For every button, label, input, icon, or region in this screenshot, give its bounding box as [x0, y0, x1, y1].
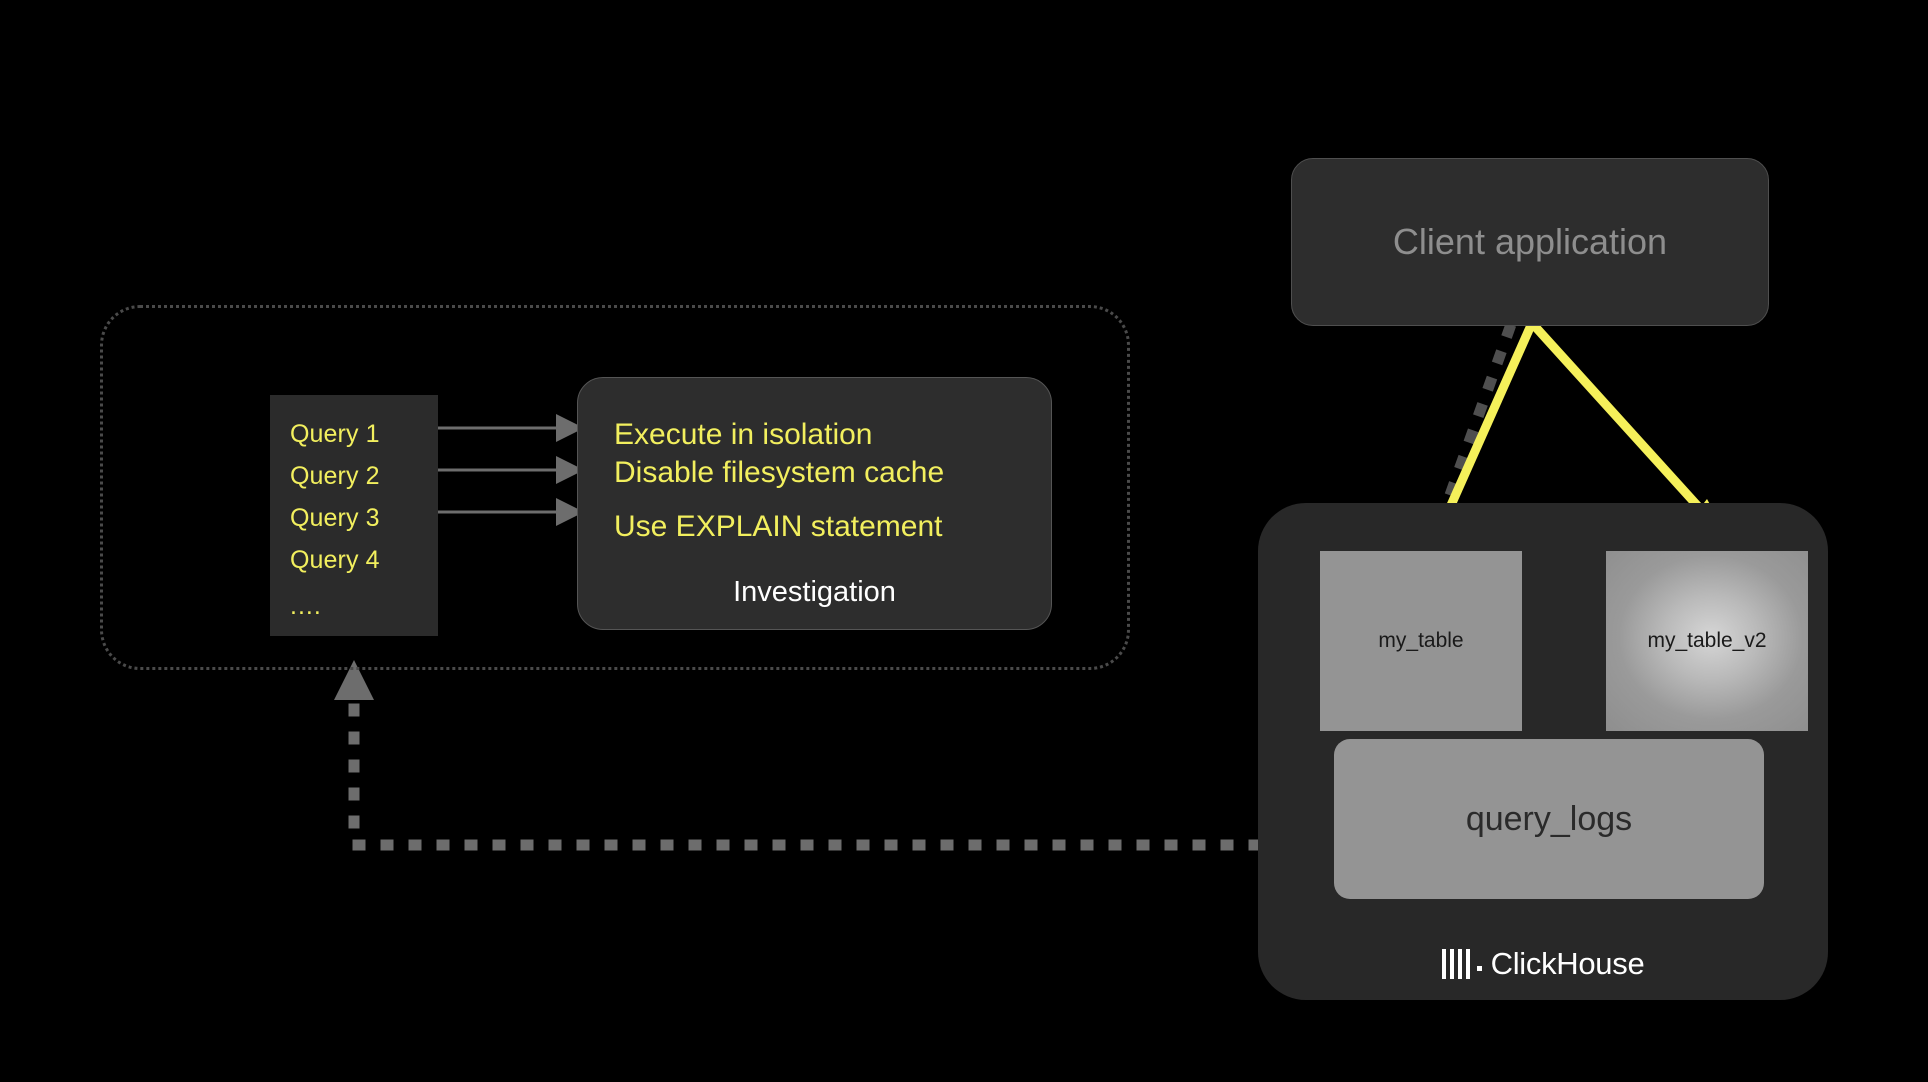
client-application-label: Client application — [1392, 221, 1668, 262]
list-item-query-4[interactable]: Query 4 — [290, 546, 380, 574]
list-item-query-2[interactable]: Query 2 — [290, 462, 380, 490]
list-item-query-3[interactable]: Query 3 — [290, 504, 380, 532]
clickhouse-bars-icon — [1441, 949, 1470, 979]
table-box-my-table[interactable]: my_table — [1320, 551, 1522, 731]
clickhouse-container: my_table my_table_v2 query_logs ClickHou… — [1258, 503, 1828, 1000]
table-label-my-table-v2: my_table_v2 — [1647, 629, 1767, 652]
list-item-query-1[interactable]: Query 1 — [290, 420, 380, 448]
investigation-line-3: Use EXPLAIN statement — [614, 510, 943, 543]
query-logs-box[interactable]: query_logs — [1334, 739, 1764, 899]
investigation-boundary — [100, 305, 1130, 670]
list-item-ellipsis: .... — [290, 592, 322, 620]
table-label-my-table: my_table — [1378, 629, 1464, 652]
investigation-caption: Investigation — [733, 576, 896, 608]
clickhouse-wordmark: ClickHouse — [1490, 946, 1645, 981]
connector-client-to-my-table-v2-shaft — [1446, 323, 1532, 530]
clickhouse-logo: ClickHouse — [1258, 946, 1828, 982]
query-list-panel: Query 1 Query 2 Query 3 Query 4 .... — [270, 395, 438, 636]
clickhouse-dot-icon — [1476, 966, 1482, 971]
investigation-line-1: Execute in isolation — [614, 418, 873, 451]
investigation-line-2: Disable filesystem cache — [614, 456, 945, 489]
connector-client-to-my-table-v2 — [1435, 321, 1537, 532]
client-application-box: Client application — [1291, 158, 1769, 326]
table-box-my-table-v2[interactable]: my_table_v2 — [1606, 551, 1808, 731]
investigation-box: Execute in isolation Disable filesystem … — [577, 377, 1052, 630]
connector-query-logs-to-query-list — [334, 660, 1346, 851]
query-logs-label: query_logs — [1465, 799, 1633, 838]
